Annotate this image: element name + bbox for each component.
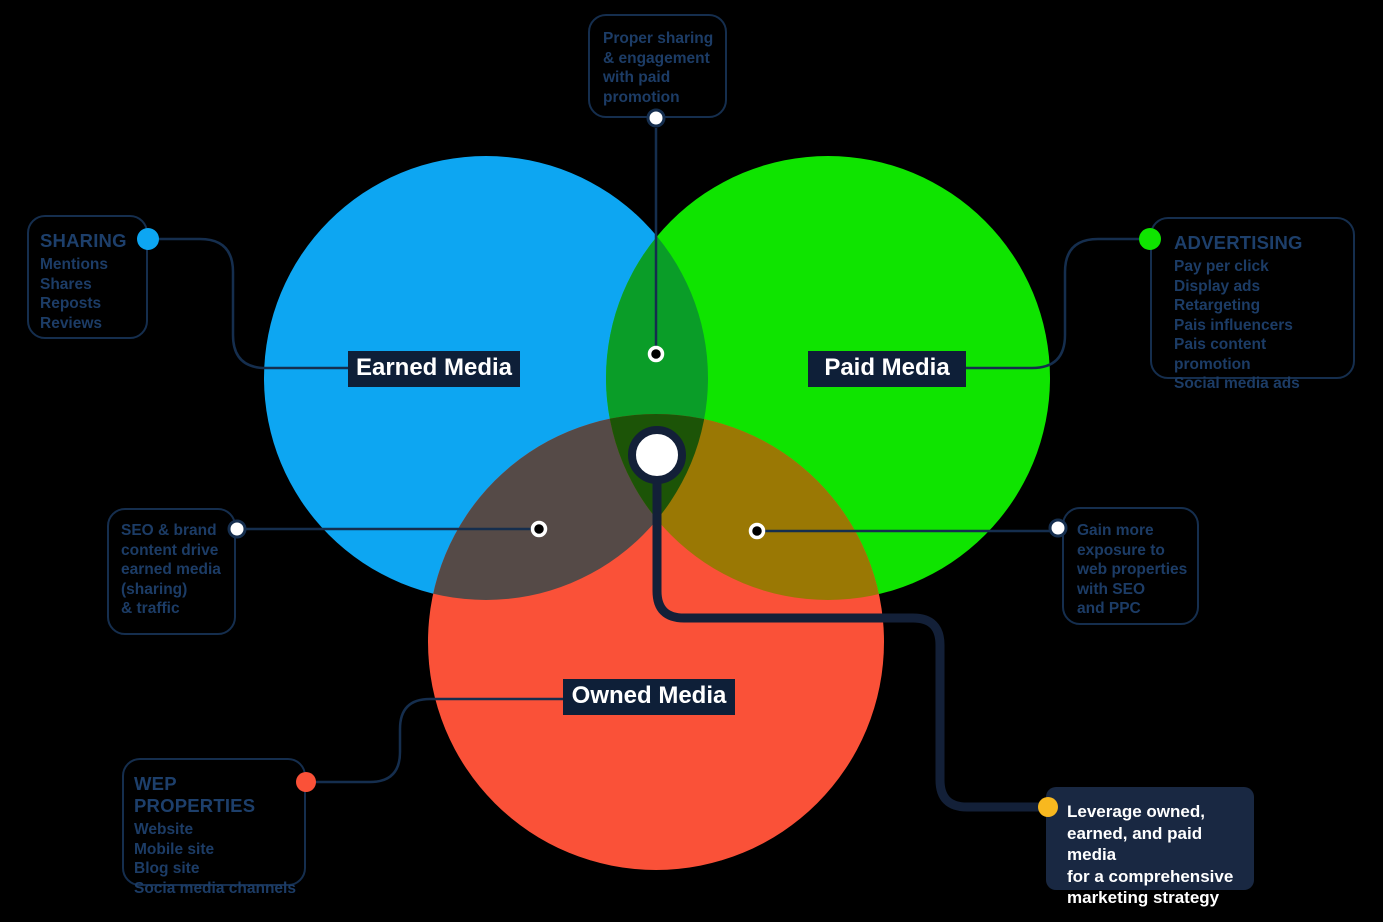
callout-exposure-note: Gain more exposure to web properties wit… xyxy=(1062,507,1199,625)
callout-text: Leverage owned, earned, and paid media f… xyxy=(1067,802,1234,907)
connector-strategy-thick xyxy=(652,466,1042,812)
callout-title: SHARING xyxy=(40,230,127,251)
callout-seo-note: SEO & brand content drive earned media (… xyxy=(107,508,236,635)
connector-sharing xyxy=(156,237,350,370)
callout-strategy-note: Leverage owned, earned, and paid media f… xyxy=(1046,787,1254,907)
connector-advertising xyxy=(964,237,1142,370)
callout-text: Proper sharing & engagement with paid pr… xyxy=(603,30,714,106)
callout-web-properties: WEP PROPERTIES Website Mobile site Blog … xyxy=(122,758,306,897)
callout-title: ADVERTISING xyxy=(1174,232,1303,253)
callout-items: Pay per click Display ads Retargeting Pa… xyxy=(1174,258,1300,392)
callout-advertising: ADVERTISING Pay per click Display ads Re… xyxy=(1150,217,1355,392)
owned-media-label: Owned Media xyxy=(563,679,735,715)
callout-paid-sharing-note: Proper sharing & engagement with paid pr… xyxy=(588,14,727,118)
callout-title: WEP PROPERTIES xyxy=(134,773,256,816)
earned-media-label: Earned Media xyxy=(348,351,520,387)
paid-owned-overlap xyxy=(606,414,884,600)
callout-sharing: SHARING Mentions Shares Reposts Reviews xyxy=(27,215,148,339)
callout-items: Mentions Shares Reposts Reviews xyxy=(40,256,109,332)
paid-media-label: Paid Media xyxy=(808,351,966,387)
callout-text: SEO & brand content drive earned media (… xyxy=(121,522,221,617)
callout-items: Website Mobile site Blog site Socia medi… xyxy=(134,821,296,897)
callout-text: Gain more exposure to web properties wit… xyxy=(1077,522,1188,617)
connector-web-properties xyxy=(314,697,565,784)
center-hub-circle xyxy=(628,426,686,484)
